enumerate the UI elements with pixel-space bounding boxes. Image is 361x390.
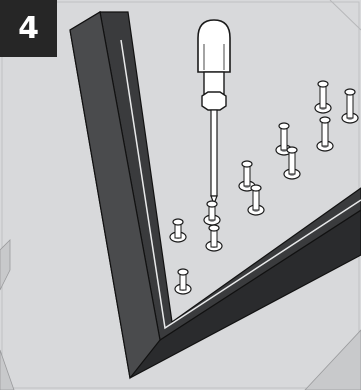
- screw-icon: [247, 184, 265, 216]
- screw-icon: [314, 80, 332, 114]
- screw-icon: [341, 88, 359, 124]
- screw-icon: [283, 146, 301, 180]
- screw-row-lower: [169, 200, 223, 295]
- screw-row-right: [238, 80, 359, 216]
- screw-icon: [174, 268, 192, 295]
- screwdriver-icon: [197, 19, 231, 206]
- screw-icon: [169, 218, 187, 243]
- screw-icon: [203, 200, 221, 226]
- screw-icon: [205, 224, 223, 252]
- screw-icon: [316, 116, 334, 152]
- frame-v-beam: [69, 11, 361, 380]
- step-number-badge: 4: [0, 0, 57, 57]
